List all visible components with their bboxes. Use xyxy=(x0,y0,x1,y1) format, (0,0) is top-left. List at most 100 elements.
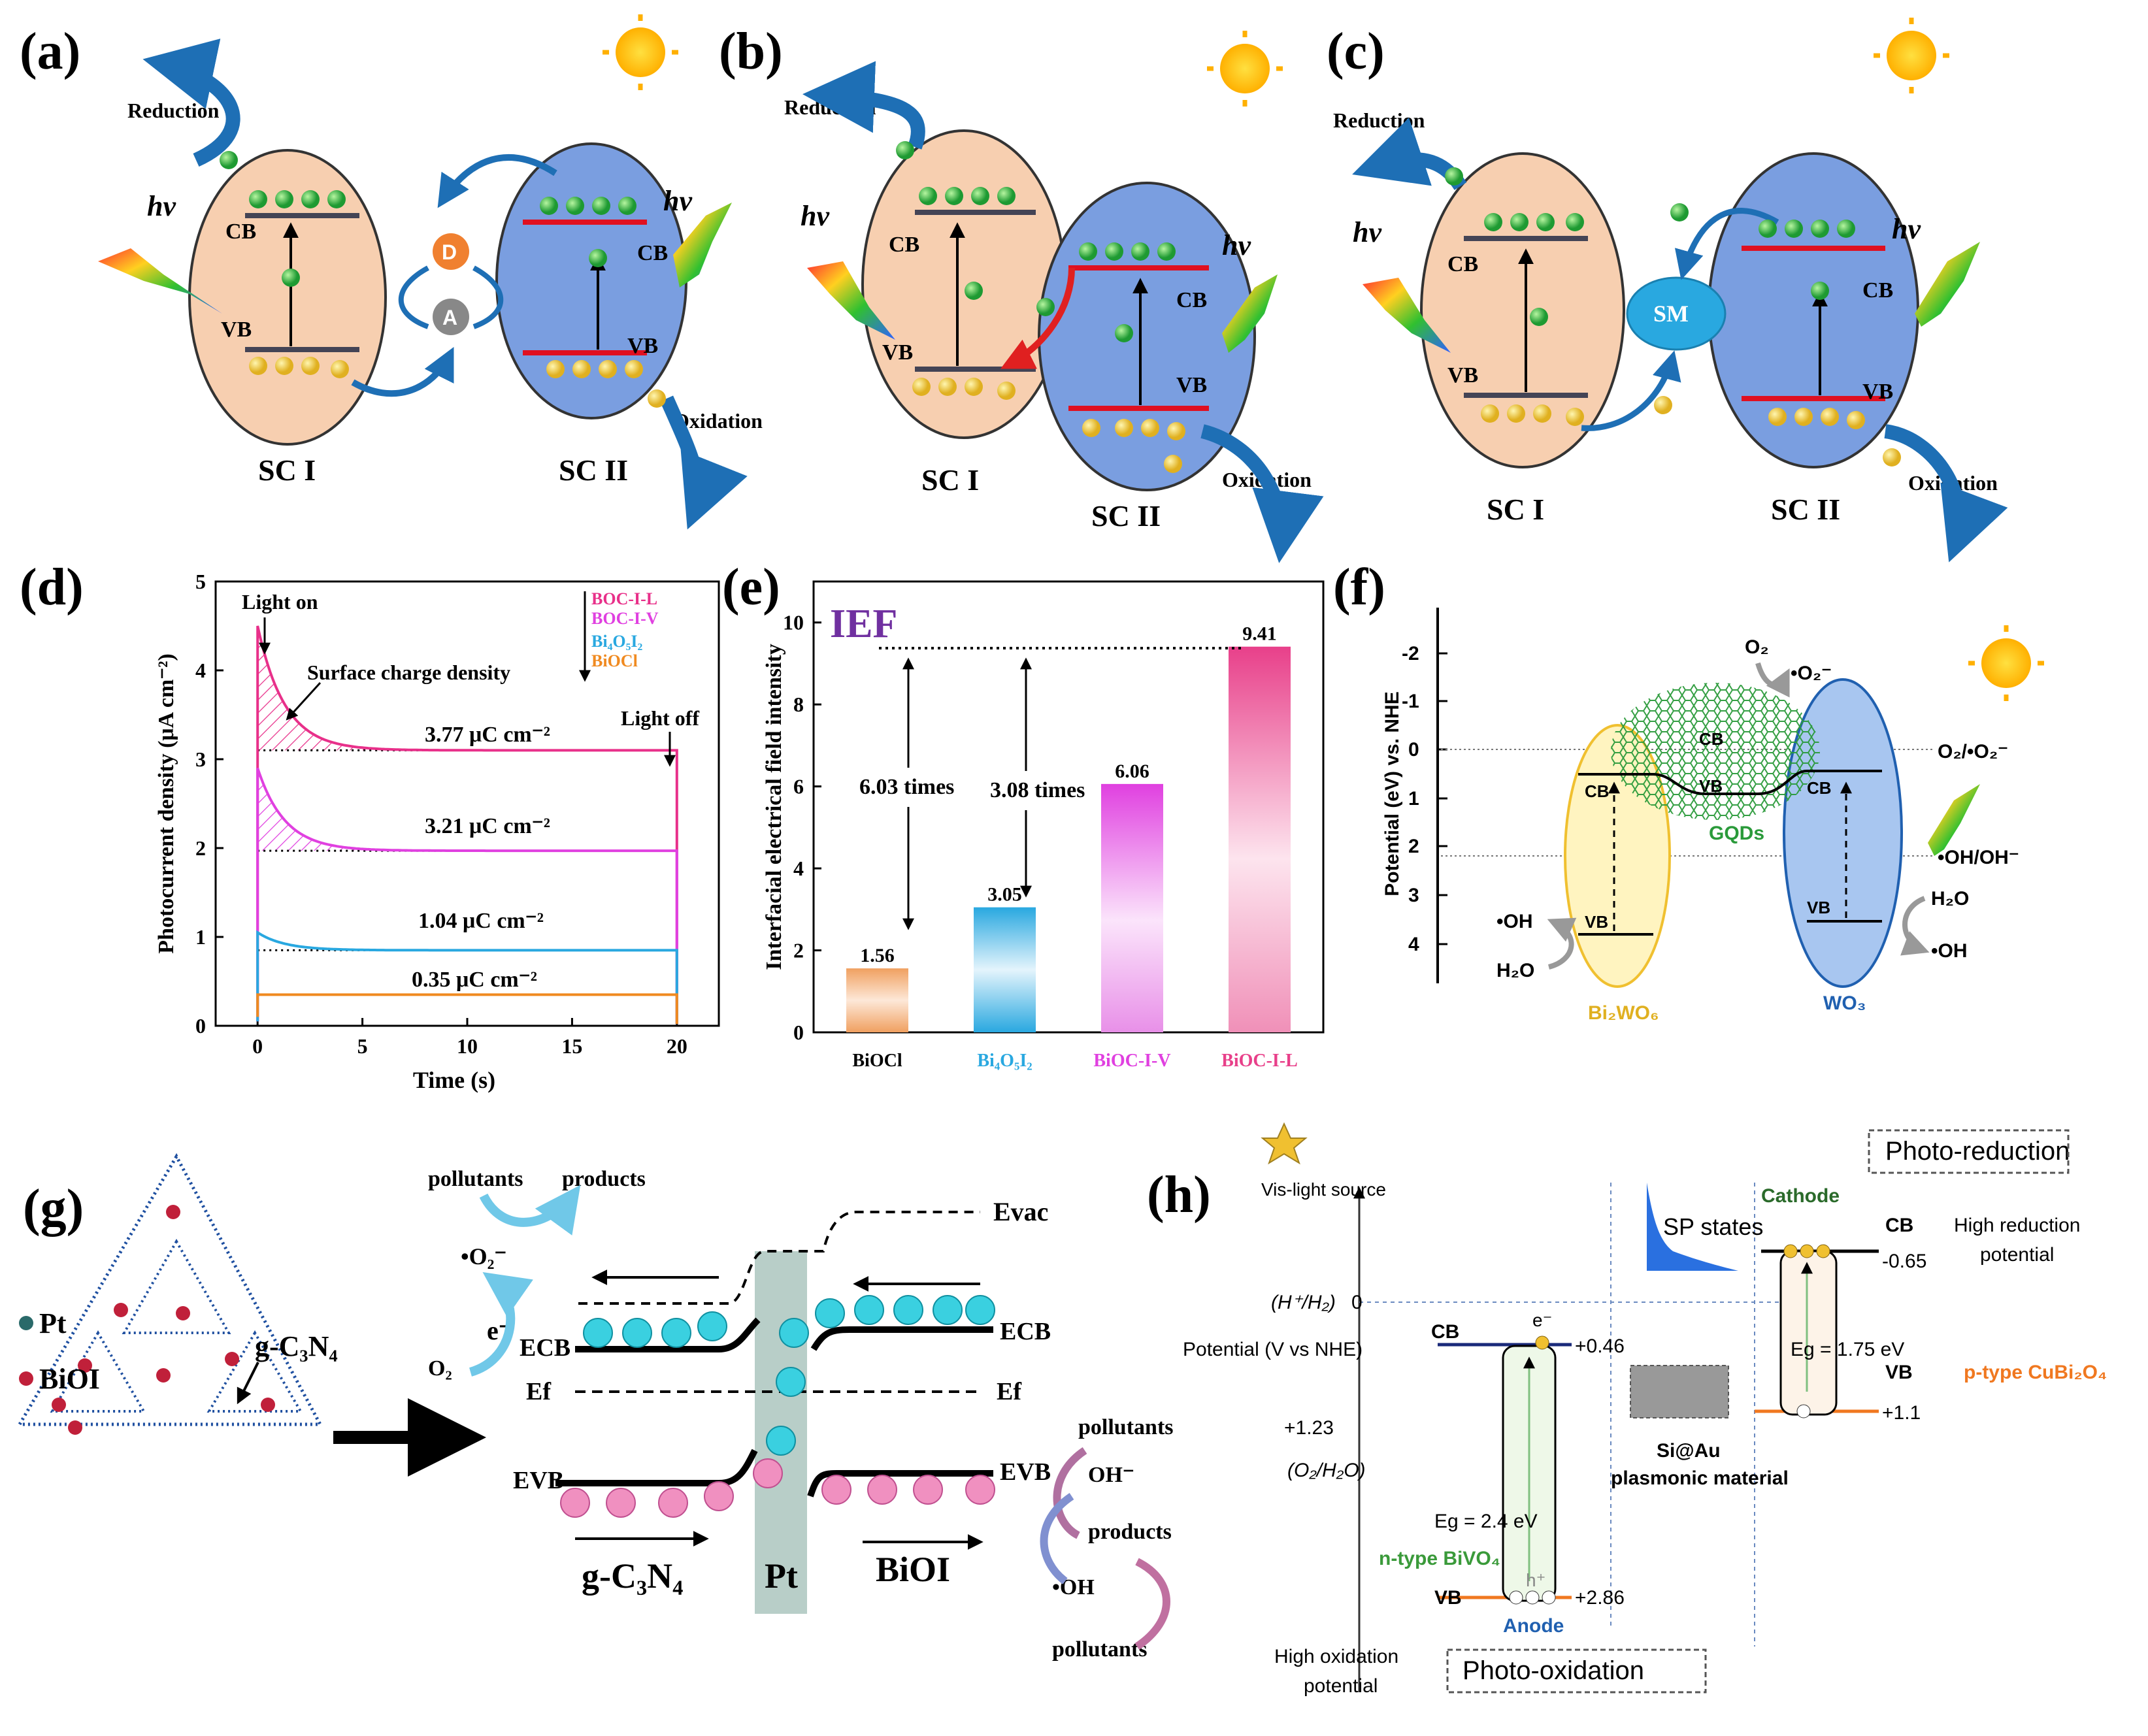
hv-label: hv xyxy=(147,190,176,222)
vb-label: VB xyxy=(1585,912,1608,932)
v065-label: -0.65 xyxy=(1882,1251,1926,1272)
sc2-ellipse xyxy=(1708,152,1919,468)
bar xyxy=(846,968,908,1032)
y-tick-label: 8 xyxy=(793,693,804,716)
panel-label: (e) xyxy=(722,559,780,616)
y-tick-label: 4 xyxy=(195,659,206,682)
oh-label: OH⁻ xyxy=(1088,1463,1134,1487)
light-on-label: Light on xyxy=(242,590,318,614)
evac-label: Evac xyxy=(993,1197,1048,1226)
sun-icon xyxy=(603,14,2044,701)
oh-radical-label: •OH xyxy=(1931,940,1968,962)
y-axis-label: Photocurrent density (μA cm⁻²) xyxy=(154,653,178,953)
v046-label: +0.46 xyxy=(1575,1335,1625,1357)
o2-label: O₂ xyxy=(428,1356,452,1381)
category-label: Bi₄O₅I₂ xyxy=(977,1051,1032,1071)
evb-label: EVB xyxy=(513,1467,564,1494)
sc2-label: SC II xyxy=(1771,493,1840,526)
oh-pair-label: •OH/OH⁻ xyxy=(1938,847,2019,868)
hv-label: hv xyxy=(1353,216,1381,248)
bar xyxy=(974,907,1036,1032)
d-lines xyxy=(256,625,678,1024)
cb-label: CB xyxy=(1585,781,1610,801)
acceptor-label: A xyxy=(442,306,457,329)
cb-label: CB xyxy=(1807,778,1832,798)
y-tick-label: 3 xyxy=(195,747,206,771)
high-red-label: High reduction xyxy=(1954,1215,2080,1236)
y-axis-label: Potential (eV) vs. NHE xyxy=(1381,691,1403,896)
sm-label: SM xyxy=(1653,301,1689,327)
annotation: 1.04 μC cm⁻² xyxy=(418,909,544,933)
vb-label: VB xyxy=(1699,776,1723,796)
panel-label: (g) xyxy=(23,1179,84,1237)
photo-oxidation-label: Photo-oxidation xyxy=(1462,1656,1644,1685)
surface-label: Surface charge density xyxy=(307,661,510,684)
reduction-arrow xyxy=(802,61,925,150)
wo3-label: WO₃ xyxy=(1823,992,1866,1014)
panel-b: (b) CB VB CB VB hv hv Reduction Oxidatio… xyxy=(719,23,1324,563)
panel-h: (h) Vis-light source (H⁺/H₂) 0 Potential… xyxy=(1147,1122,2107,1697)
series-line xyxy=(256,993,678,1024)
bar-value-label: 6.06 xyxy=(1115,761,1149,782)
sp-states-label: SP states xyxy=(1663,1213,1763,1240)
o2-radical-label: •O₂⁻ xyxy=(461,1243,506,1269)
annotation: 0.35 μC cm⁻² xyxy=(412,968,537,992)
y-tick: 2 xyxy=(1408,836,1419,857)
bioi-label: BiOI xyxy=(876,1550,950,1589)
gcn-label: g-C₃N₄ xyxy=(582,1556,683,1596)
gcn-triangle xyxy=(16,1153,323,1426)
high-red-label: potential xyxy=(1980,1244,2054,1266)
cb-label: CB xyxy=(1862,278,1893,303)
oxidation-arrow xyxy=(1200,424,1324,563)
y-tick-label: 6 xyxy=(793,775,804,798)
panel-label: (c) xyxy=(1327,23,1385,80)
bar-value-label: 3.05 xyxy=(987,884,1022,906)
plot-frame xyxy=(214,580,720,1027)
siau-label: Si@Au xyxy=(1657,1440,1721,1462)
reduction-label: Reduction xyxy=(127,99,220,122)
bar xyxy=(1229,646,1291,1032)
vis-light-label: Vis-light source xyxy=(1261,1179,1386,1200)
sc1-ellipse xyxy=(861,129,1066,439)
y-tick: 4 xyxy=(1408,934,1419,955)
series-line xyxy=(256,767,678,1024)
ief-label: IEF xyxy=(830,602,897,646)
oh-radical-label: •OH xyxy=(1496,911,1533,932)
h2o-label: H₂O xyxy=(1496,960,1534,981)
pt-legend: Pt xyxy=(39,1307,67,1339)
bar xyxy=(1101,783,1163,1032)
gcn-label: g-C₃N₄ xyxy=(255,1330,338,1362)
ecb-label: ECB xyxy=(520,1334,570,1362)
v286-label: +2.86 xyxy=(1575,1587,1625,1609)
y-tick-label: 2 xyxy=(793,939,804,962)
cb-label: CB xyxy=(1447,252,1478,276)
x-tick-label: 5 xyxy=(357,1034,368,1058)
hv-label: hv xyxy=(801,200,829,232)
times-label: 6.03 times xyxy=(859,775,954,799)
bi2wo6-label: Bi₂WO₆ xyxy=(1588,1002,1659,1024)
y-tick: 1 xyxy=(1408,788,1419,810)
v11-label: +1.1 xyxy=(1882,1402,1921,1424)
times-label: 3.08 times xyxy=(990,778,1085,802)
oxidation-label: Oxidation xyxy=(673,409,763,433)
cb-label: CB xyxy=(1431,1321,1459,1343)
plot-frame xyxy=(812,580,1325,1034)
bivo4-label: n-type BiVO₄ xyxy=(1379,1548,1500,1569)
cubi-label: p-type CuBi₂O₄ xyxy=(1964,1362,2107,1383)
reduction-arrow xyxy=(142,39,240,167)
o2-pair-label: O₂/•O₂⁻ xyxy=(1938,741,2008,762)
x-tick-label: 15 xyxy=(561,1034,582,1058)
star-icon xyxy=(1261,1122,1308,1165)
sc1-label: SC I xyxy=(1487,493,1544,526)
ef-label: Ef xyxy=(526,1378,552,1405)
hv-label: hv xyxy=(1222,229,1251,261)
y-tick-label: 2 xyxy=(195,836,206,860)
y-tick-label: 1 xyxy=(195,925,206,949)
y-tick: 3 xyxy=(1408,885,1419,906)
y-tick-label: 0 xyxy=(793,1021,804,1044)
legend-item: BiOCl xyxy=(591,651,638,670)
